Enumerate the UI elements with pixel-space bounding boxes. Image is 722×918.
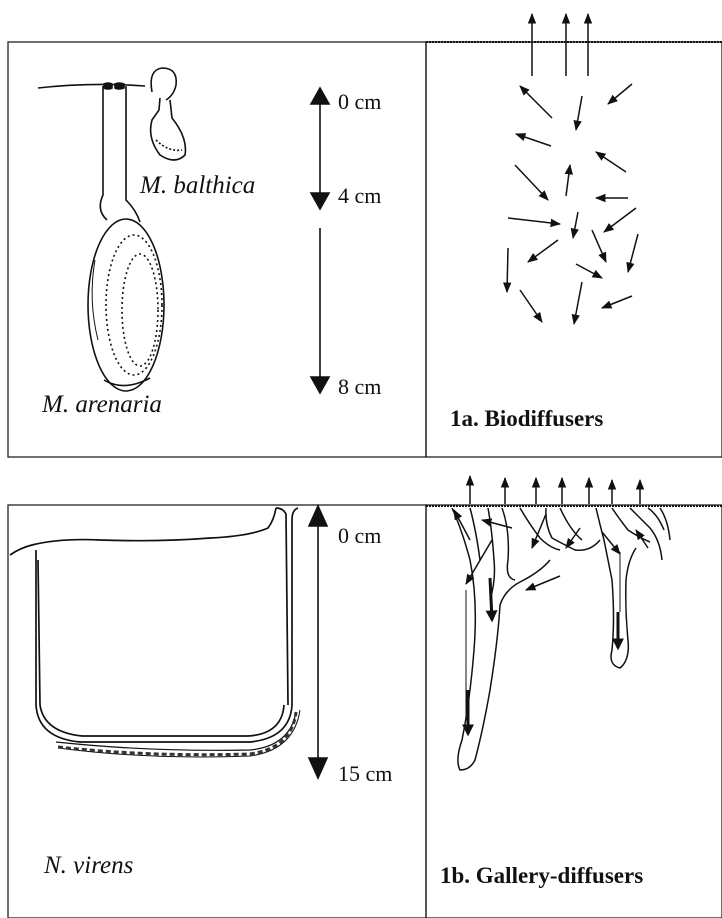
diffusion-arrow	[604, 208, 636, 232]
depth-label-0cm: 0 cm	[338, 523, 381, 549]
species-label-m-balthica: M. balthica	[140, 172, 255, 200]
diffusion-arrow	[636, 530, 648, 548]
diffusion-arrow	[608, 84, 632, 104]
n-virens-burrow	[10, 508, 300, 757]
m-balthica-organism	[38, 68, 185, 160]
gallery-arrows	[454, 476, 648, 734]
diffusion-arrow	[602, 296, 632, 308]
burrow-flow-arrow	[490, 578, 492, 620]
diffusion-arrow	[520, 86, 552, 118]
diffusion-arrow	[596, 152, 626, 172]
diffusion-arrow	[576, 264, 602, 278]
depth-label-0cm: 0 cm	[338, 89, 381, 115]
diffusion-arrow	[566, 165, 570, 196]
diffusion-arrow	[515, 165, 548, 200]
depth-scale-1b	[309, 506, 327, 778]
diffusion-arrow	[508, 218, 560, 224]
m-arenaria-organism	[88, 83, 164, 391]
diffusion-arrow	[573, 212, 578, 238]
depth-label-8cm: 8 cm	[338, 374, 381, 400]
species-label-n-virens: N. virens	[44, 852, 133, 880]
depth-label-4cm: 4 cm	[338, 183, 381, 209]
panel-1a-right-box	[426, 42, 722, 457]
diffusion-arrow	[576, 96, 582, 130]
diffusion-arrow	[528, 240, 558, 262]
species-label-m-arenaria: M. arenaria	[42, 391, 162, 419]
diffusion-arrow	[507, 248, 508, 292]
diffusion-arrow	[520, 290, 542, 322]
depth-label-15cm: 15 cm	[338, 761, 392, 787]
panel-1b-right-box	[426, 505, 722, 918]
diffusion-arrow	[526, 576, 560, 590]
biodiffusion-arrows	[507, 14, 638, 324]
diffusion-arrow	[516, 134, 551, 146]
diffusion-arrow	[628, 234, 638, 272]
panel-title-1a: 1a. Biodiffusers	[450, 406, 603, 432]
diffusion-arrow	[592, 230, 606, 262]
gallery-burrows	[452, 508, 670, 770]
diffusion-arrow	[482, 520, 512, 528]
depth-scale-1a	[311, 88, 329, 393]
panel-title-1b: 1b. Gallery-diffusers	[440, 863, 643, 889]
diffusion-arrow	[574, 282, 582, 324]
